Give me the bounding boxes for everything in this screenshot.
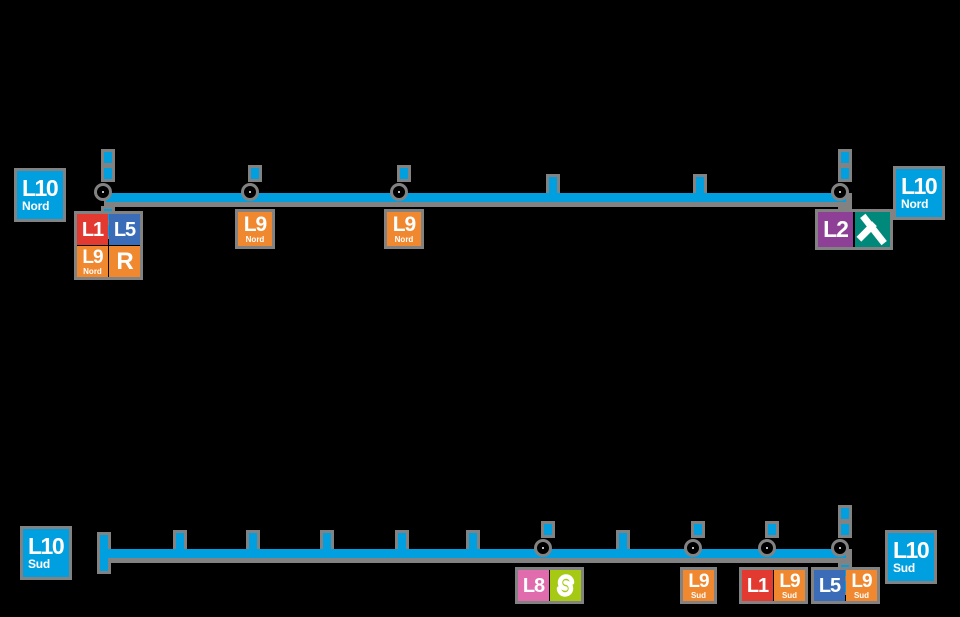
station-tick	[323, 533, 331, 549]
line-continuation-dash	[544, 524, 552, 535]
l10-nord-track	[106, 193, 846, 202]
station-tick	[696, 177, 704, 193]
badge-label: L5	[818, 574, 841, 597]
terminal-badge-sublabel: Nord	[22, 198, 50, 213]
line-continuation-dash	[104, 209, 112, 220]
badge-sublabel: Sud	[853, 590, 870, 600]
badge-l5: L5	[814, 570, 845, 601]
terminal-badge-sublabel: Sud	[893, 560, 916, 575]
line-continuation-dash	[251, 168, 259, 179]
badge-sublabel: Nord	[83, 266, 102, 276]
tram-badge	[855, 212, 890, 247]
station-tick	[469, 533, 477, 549]
line-continuation-dash	[841, 168, 849, 179]
station-dot	[834, 542, 846, 554]
badge-label: L2	[823, 216, 849, 242]
line-continuation-dash	[768, 524, 776, 535]
interchange-badges: L2	[818, 212, 890, 247]
terminal-badge-sublabel: Sud	[28, 556, 51, 571]
fgc-badge	[550, 570, 581, 601]
badge-sublabel: Nord	[394, 235, 414, 244]
badge-label: L5	[113, 218, 136, 241]
station-tick	[619, 533, 627, 549]
line-continuation-dash	[104, 225, 112, 236]
station-dot	[687, 542, 699, 554]
badge-label: L9	[779, 570, 800, 592]
station-dot	[537, 542, 549, 554]
tram-logo	[855, 212, 890, 247]
station-dot	[761, 542, 773, 554]
line-continuation-dash	[400, 168, 408, 179]
badge-label: L8	[522, 574, 545, 597]
station-dot	[244, 186, 256, 198]
line-continuation-dash	[104, 168, 112, 179]
station-dot	[834, 186, 846, 198]
badge-sublabel: Nord	[245, 235, 265, 244]
line-continuation-dash	[841, 581, 849, 592]
badge-label: R	[116, 247, 133, 275]
station-tick	[398, 533, 406, 549]
terminal-badge-sublabel: Nord	[901, 196, 929, 211]
line-continuation-dash	[841, 152, 849, 163]
station-dot	[393, 186, 405, 198]
badge-sublabel: Sud	[781, 590, 798, 600]
badge-l1: L1	[742, 570, 773, 601]
badge-label: L9	[851, 570, 872, 592]
interchange-badges: L8	[518, 570, 581, 601]
badge-l5: L5	[109, 214, 140, 245]
line-continuation-dash	[694, 524, 702, 535]
badge-l8: L8	[518, 570, 549, 601]
station-tick	[249, 533, 257, 549]
badge-l1: L1	[77, 214, 108, 245]
terminus-bar	[100, 535, 108, 571]
terminal-badge-label: L10	[22, 174, 59, 201]
line-continuation-dash	[841, 524, 849, 535]
l10-sud-track	[104, 549, 846, 558]
terminal-badge-label: L10	[893, 536, 930, 563]
badge-label: L9	[243, 213, 267, 236]
station-tick	[176, 533, 184, 549]
badge-label: L1	[746, 574, 769, 597]
terminal-badge-label: L10	[901, 172, 938, 199]
line-continuation-dash	[841, 565, 849, 576]
line-continuation-dash	[104, 152, 112, 163]
badge-label: L9	[82, 246, 103, 268]
badge-sublabel: Sud	[690, 590, 707, 600]
terminal-badge-label: L10	[28, 532, 65, 559]
badge-label: L1	[81, 218, 104, 241]
badge-l2: L2	[818, 212, 853, 247]
fgc-logo	[550, 570, 581, 601]
station-tick	[549, 177, 557, 193]
badge-label: L9	[688, 570, 709, 592]
station-dot	[97, 186, 109, 198]
badge-label: L9	[392, 213, 416, 236]
line-continuation-dash	[841, 508, 849, 519]
badge-r: R	[109, 246, 140, 277]
